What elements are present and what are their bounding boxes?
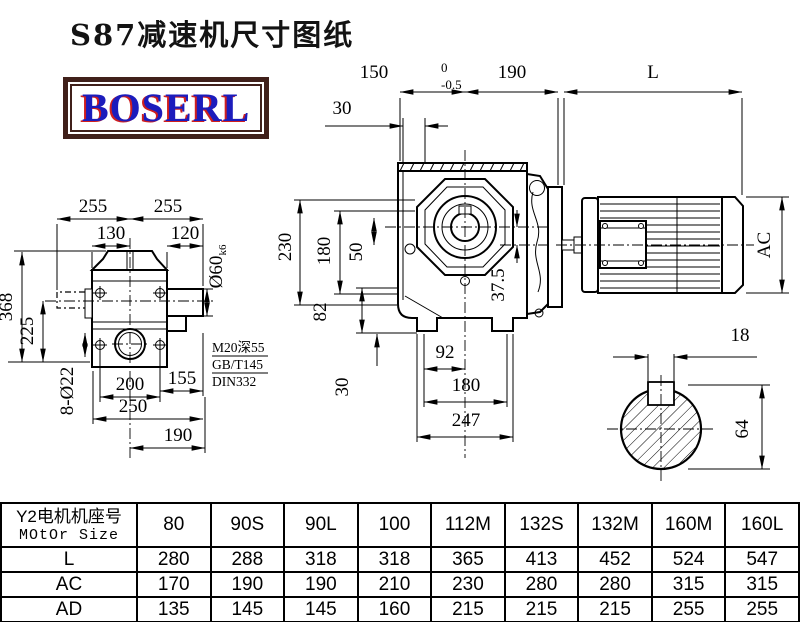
side-view-housing bbox=[45, 238, 213, 458]
dim-247: 247 bbox=[452, 410, 481, 431]
dim-368: 368 bbox=[0, 293, 17, 322]
table-col-90L: 90L bbox=[283, 502, 359, 548]
table-cell: 210 bbox=[356, 571, 433, 598]
dimension-drawing: 255 255 130 120 Ø60 k6 368 225 8-Ø22 bbox=[0, 60, 789, 483]
row-label: L bbox=[0, 546, 138, 573]
dim-230: 230 bbox=[275, 233, 296, 262]
dim-30-top: 30 bbox=[333, 98, 352, 119]
front-view-housing bbox=[385, 150, 563, 458]
brand-logo-frame: BOSERL bbox=[70, 84, 263, 132]
row-label: AC bbox=[0, 571, 138, 598]
table-cell: 190 bbox=[283, 571, 359, 598]
header-cn: Y2电机机座号 bbox=[16, 507, 122, 526]
table-cell: 452 bbox=[577, 546, 653, 573]
note-tapped-hole: M20深55 bbox=[212, 340, 265, 355]
front-view-dimensions: 30 150 0 -0.5 190 L 230 180 bbox=[275, 60, 789, 442]
table-cell: 190 bbox=[209, 571, 286, 598]
table-cell: 318 bbox=[356, 546, 433, 573]
table-cell: 145 bbox=[209, 596, 286, 622]
dim-200: 200 bbox=[116, 374, 145, 395]
page-title: S87减速机尺寸图纸 bbox=[70, 18, 355, 52]
dim-30-bottom-left: 30 bbox=[332, 378, 353, 397]
dim-255-left: 255 bbox=[79, 196, 108, 217]
dim-82: 82 bbox=[310, 303, 331, 322]
table-cell: 215 bbox=[503, 596, 580, 622]
dim-250: 250 bbox=[119, 396, 148, 417]
table-cell: 230 bbox=[430, 571, 506, 598]
dim-50: 50 bbox=[346, 243, 367, 262]
table-cell: 524 bbox=[650, 546, 727, 573]
table-col-160M: 160M bbox=[650, 502, 727, 548]
table-cell: 280 bbox=[577, 571, 653, 598]
dim-180-left: 180 bbox=[314, 237, 335, 266]
table-col-100: 100 bbox=[356, 502, 433, 548]
side-view-drawing: 255 255 130 120 Ø60 k6 368 225 8-Ø22 bbox=[0, 196, 268, 458]
table-col-160L: 160L bbox=[724, 502, 800, 548]
dim-150: 150 bbox=[360, 62, 389, 83]
dim-motor-length: L bbox=[647, 62, 659, 83]
table-cell: 413 bbox=[503, 546, 580, 573]
table-cell: 255 bbox=[724, 596, 800, 622]
table-cell: 145 bbox=[283, 596, 359, 622]
dim-180-bottom: 180 bbox=[452, 375, 481, 396]
table-cell: 547 bbox=[724, 546, 800, 573]
table-cell: 280 bbox=[136, 546, 212, 573]
motor-side-view bbox=[556, 196, 754, 294]
table-cell: 160 bbox=[356, 596, 433, 622]
dim-150-tol-low: -0.5 bbox=[441, 77, 462, 92]
dim-190-front: 190 bbox=[498, 62, 527, 83]
dim-225: 225 bbox=[17, 317, 38, 346]
table-col-132S: 132S bbox=[503, 502, 580, 548]
dim-key-width-18: 18 bbox=[731, 325, 750, 346]
table-cell: 315 bbox=[650, 571, 727, 598]
row-label: AD bbox=[0, 596, 138, 622]
dim-92: 92 bbox=[436, 342, 455, 363]
dim-150-tol-high: 0 bbox=[441, 60, 448, 75]
note-standard-gb: GB/T145 bbox=[212, 357, 263, 372]
shaft-cross-section: 18 64 bbox=[607, 325, 770, 483]
table-col-90S: 90S bbox=[209, 502, 286, 548]
table-cell: 215 bbox=[577, 596, 653, 622]
table-cell: 365 bbox=[430, 546, 506, 573]
table-col-112M: 112M bbox=[430, 502, 506, 548]
dim-bolt-holes: 8-Ø22 bbox=[57, 367, 78, 416]
table-cell: 255 bbox=[650, 596, 727, 622]
dim-motor-height: AC bbox=[754, 232, 775, 258]
brand-logo: BOSERL bbox=[63, 77, 270, 139]
dim-120: 120 bbox=[171, 223, 200, 244]
dim-190-side: 190 bbox=[164, 425, 193, 446]
table-cell: 315 bbox=[724, 571, 800, 598]
brand-logo-text: BOSERL bbox=[82, 85, 251, 130]
table-col-132M: 132M bbox=[577, 502, 653, 548]
note-standard-din: DIN332 bbox=[212, 374, 256, 389]
table-cell: 318 bbox=[283, 546, 359, 573]
table-cell: 215 bbox=[430, 596, 506, 622]
dim-shaft-tolerance: k6 bbox=[217, 244, 229, 256]
table-cell: 135 bbox=[136, 596, 212, 622]
dim-37-5: 37.5 bbox=[488, 268, 509, 301]
dim-155: 155 bbox=[168, 368, 197, 389]
dim-130: 130 bbox=[97, 223, 126, 244]
table-col-80: 80 bbox=[136, 502, 212, 548]
dim-shaft-diameter: Ø60 bbox=[206, 256, 227, 289]
dim-shaft-64: 64 bbox=[732, 419, 753, 439]
side-view-dimensions: 255 255 130 120 Ø60 k6 368 225 8-Ø22 bbox=[0, 196, 268, 453]
table-cell: 170 bbox=[136, 571, 212, 598]
dim-255-right: 255 bbox=[154, 196, 183, 217]
table-cell: 280 bbox=[503, 571, 580, 598]
table-cell: 288 bbox=[209, 546, 286, 573]
header-en: MOtOr Size bbox=[18, 527, 119, 544]
front-view-drawing: 30 150 0 -0.5 190 L 230 180 bbox=[275, 60, 789, 458]
